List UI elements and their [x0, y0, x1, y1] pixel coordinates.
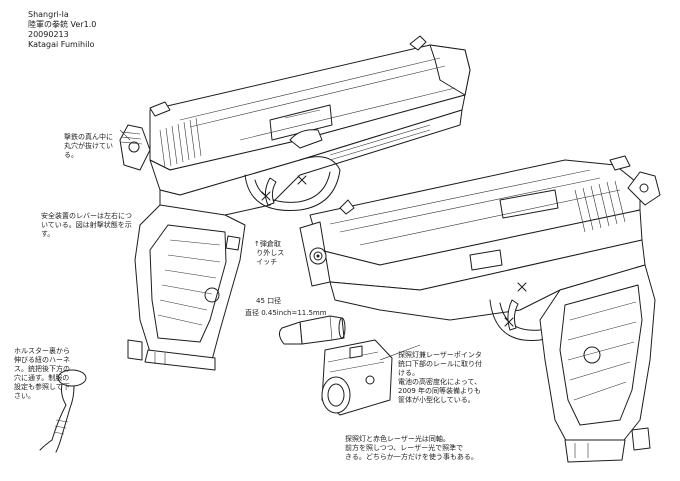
title-line-4: Katagai Fumihilo: [28, 40, 95, 49]
title-block: Shangri-la 陸軍の拳銃 Ver1.0 20090213 Katagai…: [28, 10, 96, 50]
cartridge-illustration: [278, 315, 346, 345]
note-holster-lanyard: ホルスター裏から 伸びる紐のハーネ ス。銃把後下方の 穴に通す。制服の 設定も参…: [14, 347, 70, 400]
note-laser-module: 探照灯兼レーザーポインタ 銃口下部のレールに取り付 ける。 電池の高密度化によっ…: [398, 351, 482, 404]
leader-hammer: [119, 129, 131, 141]
note-caliber-2: 直径 0.45inch=11.5mm: [245, 309, 327, 317]
note-magazine-release: ↑弾倉取 り外しス イッチ: [254, 240, 285, 266]
pistol-left-view: [119, 35, 471, 371]
leader-module: [379, 344, 421, 361]
note-laser-beam: 探照灯と赤色レーザー光は同軸。 前方を照しつつ、レーザー光で照準で きる。どちら…: [345, 435, 478, 461]
title-line-2: 陸軍の拳銃 Ver1.0: [28, 20, 97, 29]
laser-light-module: [321, 339, 393, 416]
lanyard-illustration: [39, 369, 87, 453]
note-hammer-hole: 撃鉄の真ん中に 丸穴が抜けてい る。: [64, 133, 113, 159]
pistol-right-view: [299, 155, 661, 463]
note-safety-lever: 安全装置のレバーは左右につ いている。図は射撃状態を示 す。: [41, 212, 132, 238]
title-line-1: Shangri-la: [28, 10, 69, 19]
title-line-3: 20090213: [28, 30, 69, 39]
note-caliber-1: 45 口径: [256, 297, 282, 305]
